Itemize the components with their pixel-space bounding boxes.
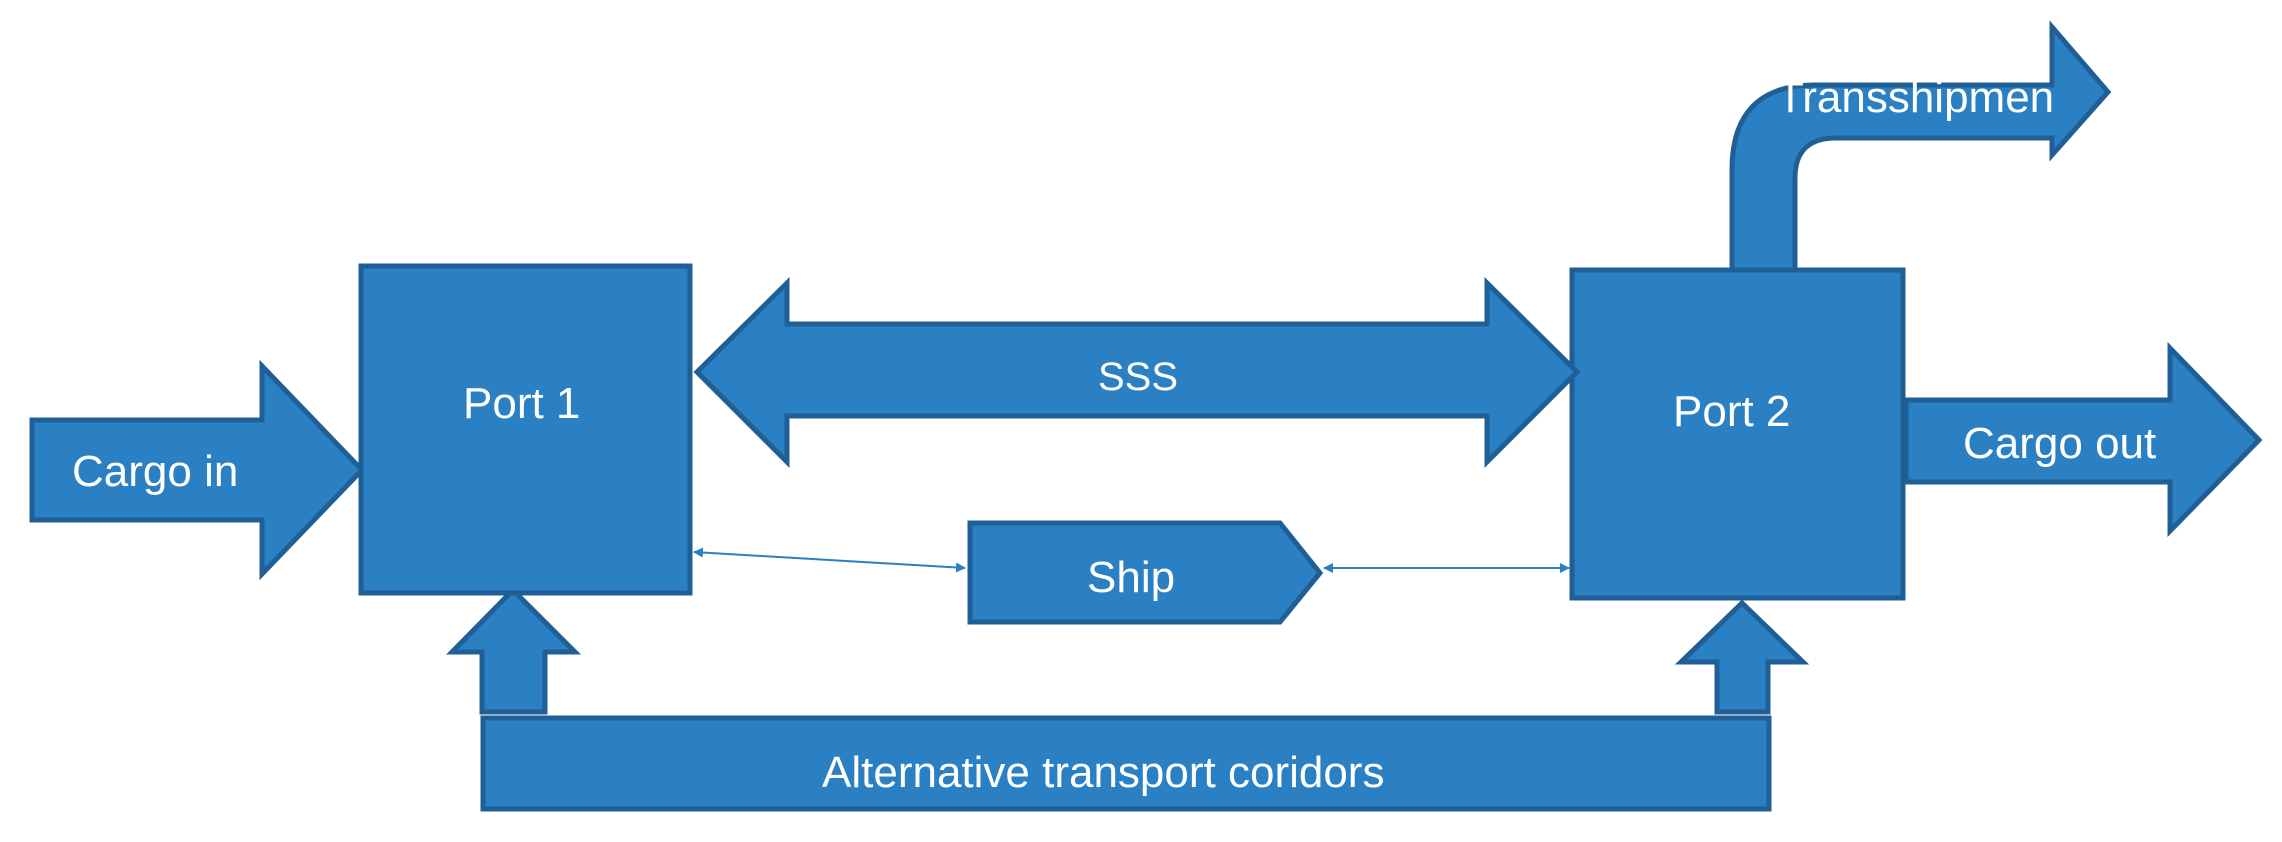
- port-1-label: Port 1: [463, 379, 580, 428]
- alt-corridors-bar: [480, 715, 1772, 812]
- cargo-in-label: Cargo in: [72, 447, 238, 496]
- transshipment-label: Transshipmen: [1777, 73, 2054, 122]
- sss-double-arrow: [693, 277, 1581, 469]
- alt-to-port1-arrow: [446, 586, 582, 715]
- port-1-box: [358, 263, 693, 596]
- port1-ship-connector: [693, 547, 966, 573]
- alt-to-port2-arrow: [1674, 599, 1810, 715]
- port-2-box: [1569, 267, 1906, 601]
- port-2-label: Port 2: [1673, 387, 1790, 436]
- cargo-out-arrow: [1903, 341, 2263, 538]
- ship-label: Ship: [1087, 553, 1175, 602]
- transshipment-arrow-body: [1729, 20, 2112, 276]
- cargo-out-label: Cargo out: [1963, 419, 2156, 468]
- alt-corridors-label: Alternative transport coridors: [822, 748, 1384, 797]
- ship-shape: [967, 520, 1324, 625]
- sss-label: SSS: [1098, 355, 1178, 399]
- cargo-in-arrow: [29, 359, 366, 581]
